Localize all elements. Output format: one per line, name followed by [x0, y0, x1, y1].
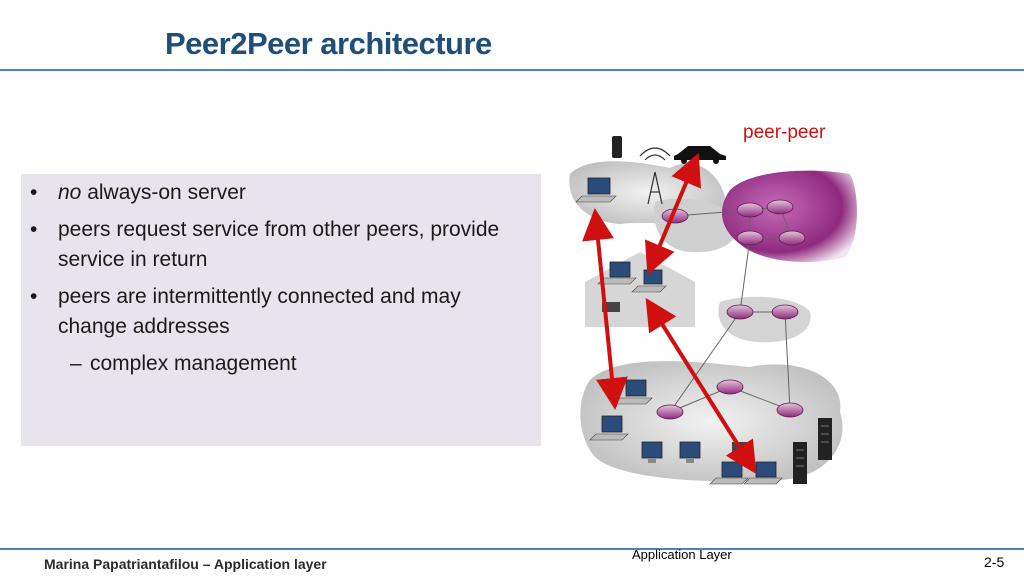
slide-title: Peer2Peer architecture: [165, 26, 492, 61]
bullet-emphasis: no: [58, 181, 82, 204]
footer-divider: [0, 548, 1024, 550]
regional-isp-cloud-lower: [718, 296, 811, 343]
phone-icon: [612, 136, 622, 158]
router-icon: [716, 379, 744, 395]
peer-connection-arrows: [582, 152, 757, 475]
footer-author: Marina Papatriantafilou – Application la…: [44, 556, 327, 572]
footer-section: Application Layer: [632, 547, 732, 562]
server-icon: [818, 418, 832, 460]
laptop-icon: [631, 269, 667, 293]
title-divider: [0, 69, 1024, 71]
peer-arrow: [582, 208, 628, 410]
bullet-item-peers-request: peers request service from other peers, …: [30, 215, 530, 275]
bullet-text: always-on server: [81, 181, 246, 204]
router-icon: [736, 230, 764, 246]
peer-arrow: [644, 152, 702, 276]
figure-label: peer-peer: [743, 122, 826, 143]
router-icon: [778, 230, 806, 246]
sub-bullet-text: complex management: [90, 352, 297, 375]
router-icon: [736, 202, 764, 218]
router-icon: [656, 404, 684, 420]
laptop-icon: [589, 415, 629, 441]
laptop-icon: [743, 461, 783, 485]
peer-arrow: [645, 297, 757, 475]
car-icon: [674, 146, 726, 164]
bullet-list: no always-on server peers request servic…: [30, 178, 530, 379]
server-icon: [793, 442, 807, 484]
bullet-item-no-server: no always-on server: [30, 178, 530, 208]
router-icon: [776, 402, 804, 418]
tier1-isp-cloud: [721, 170, 857, 263]
bullet-item-peers-intermittent: peers are intermittently connected and m…: [30, 282, 530, 342]
sub-bullet-item: –complex management: [30, 349, 530, 379]
router-icon: [771, 304, 799, 320]
dash-icon: –: [70, 352, 82, 375]
page-number: 2-5: [984, 554, 1005, 570]
router-icon: [726, 304, 754, 320]
p2p-network-figure: [569, 136, 857, 485]
laptop-icon: [575, 177, 617, 203]
router-icon: [766, 199, 794, 215]
